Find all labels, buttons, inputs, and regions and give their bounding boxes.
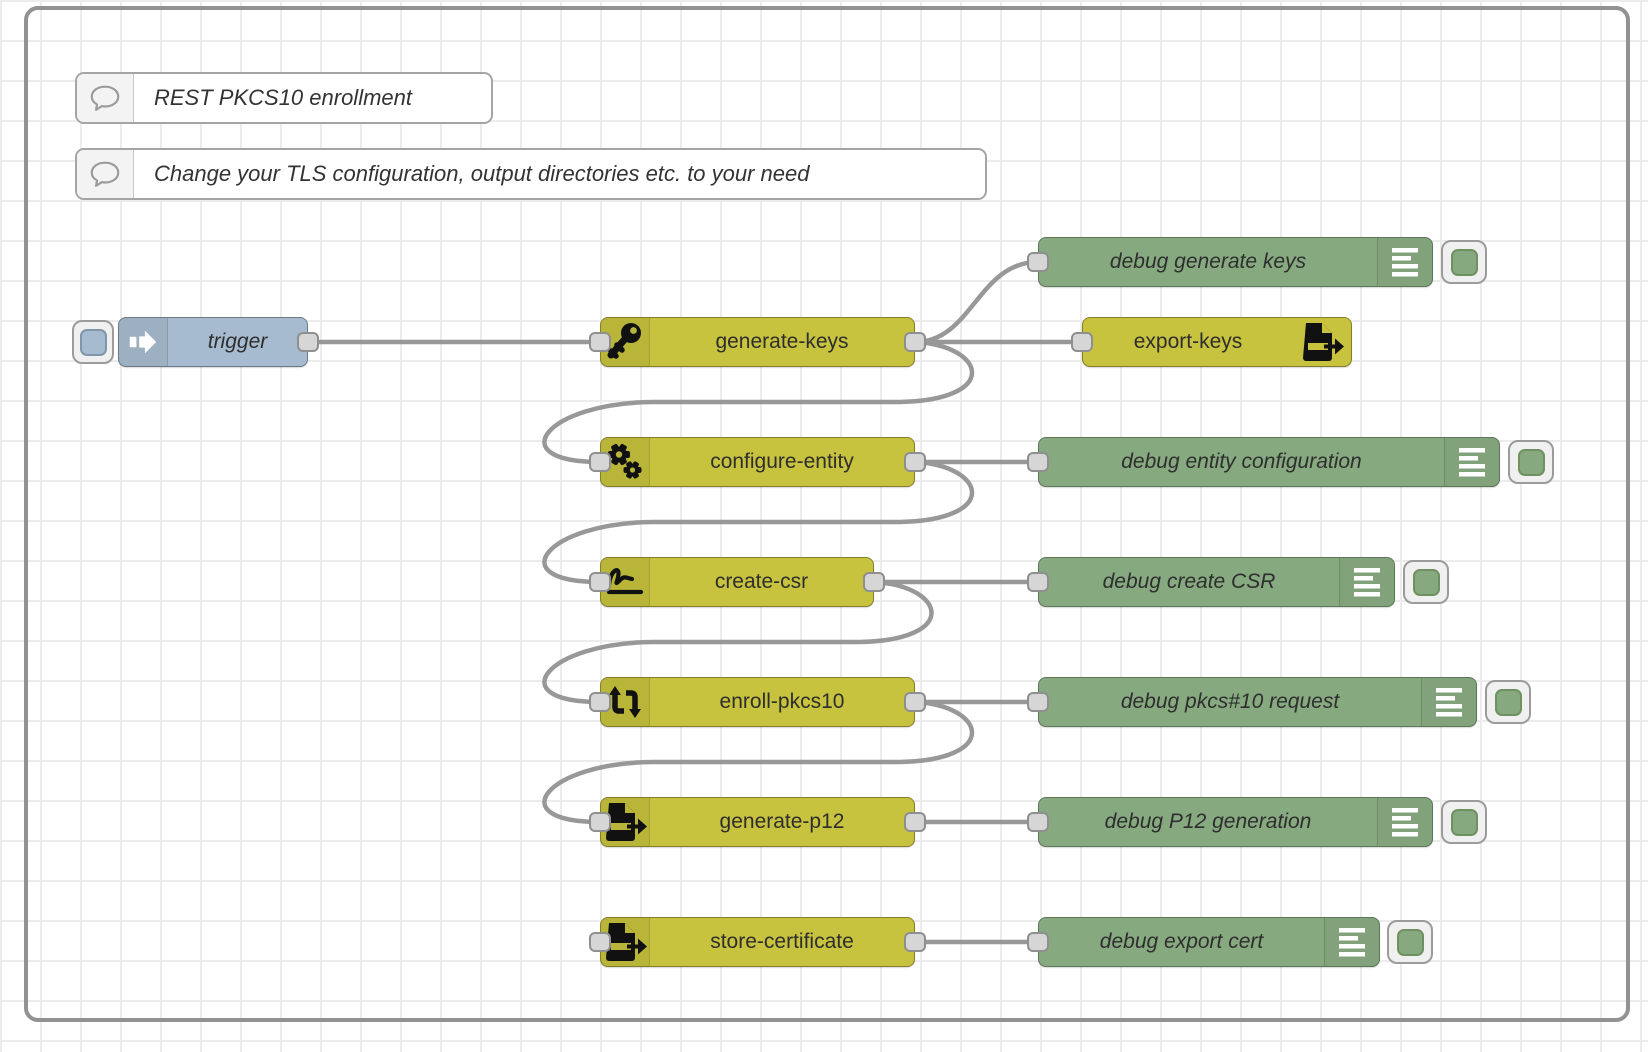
file-export-icon	[1293, 318, 1351, 366]
node-export-keys[interactable]: export-keys	[1082, 317, 1352, 367]
inject-button-fill	[79, 328, 107, 356]
output-port[interactable]	[904, 692, 926, 712]
output-port[interactable]	[904, 812, 926, 832]
input-port[interactable]	[589, 812, 611, 832]
node-label: debug export cert	[1099, 930, 1264, 953]
inject-arrow-icon	[119, 318, 168, 366]
node-label: debug P12 generation	[1104, 810, 1312, 833]
comment-bubble-icon	[77, 74, 134, 122]
debug-toggle-button[interactable]	[1508, 440, 1554, 484]
debug-toggle-button[interactable]	[1485, 680, 1531, 724]
comment-text: Change your TLS configuration, output di…	[154, 161, 810, 186]
input-port[interactable]	[589, 932, 611, 952]
node-generate-keys[interactable]: generate-keys	[600, 317, 915, 367]
node-create-csr[interactable]: create-csr	[600, 557, 874, 607]
node-debug-pkcs10-request[interactable]: debug pkcs#10 request	[1038, 677, 1477, 727]
node-label: debug create CSR	[1102, 570, 1276, 593]
node-debug-entity-configuration[interactable]: debug entity configuration	[1038, 437, 1500, 487]
node-configure-entity[interactable]: configure-entity	[600, 437, 915, 487]
node-label: configure-entity	[710, 450, 854, 473]
wire[interactable]	[542, 579, 934, 705]
node-store-certificate[interactable]: store-certificate	[600, 917, 915, 967]
node-enroll-pkcs10[interactable]: enroll-pkcs10	[600, 677, 915, 727]
debug-lines-icon	[1421, 678, 1476, 726]
debug-lines-icon	[1377, 798, 1432, 846]
node-label: generate-p12	[719, 810, 845, 833]
cogs-icon	[601, 438, 650, 486]
debug-lines-icon	[1339, 558, 1394, 606]
input-port[interactable]	[589, 332, 611, 352]
node-label: enroll-pkcs10	[719, 690, 845, 713]
input-port[interactable]	[1027, 812, 1049, 832]
debug-toggle-fill	[1517, 448, 1545, 476]
debug-lines-icon	[1444, 438, 1499, 486]
node-label: create-csr	[714, 570, 809, 593]
input-port[interactable]	[1027, 692, 1049, 712]
output-port[interactable]	[904, 332, 926, 352]
comment-text: REST PKCS10 enrollment	[154, 85, 412, 110]
input-port[interactable]	[589, 692, 611, 712]
wire[interactable]	[542, 339, 975, 465]
inject-button[interactable]	[72, 320, 114, 364]
node-label: trigger	[207, 330, 268, 353]
debug-toggle-button[interactable]	[1387, 920, 1433, 964]
node-trigger[interactable]: trigger	[118, 317, 308, 367]
node-label: generate-keys	[715, 330, 849, 353]
debug-toggle-fill	[1494, 688, 1522, 716]
wire[interactable]	[912, 259, 1041, 345]
debug-toggle-fill	[1396, 928, 1424, 956]
node-label: export-keys	[1133, 330, 1243, 353]
node-label: store-certificate	[710, 930, 854, 953]
input-port[interactable]	[1027, 932, 1049, 952]
node-label: debug generate keys	[1109, 250, 1307, 273]
node-debug-export-cert[interactable]: debug export cert	[1038, 917, 1380, 967]
debug-toggle-button[interactable]	[1403, 560, 1449, 604]
node-generate-p12[interactable]: generate-p12	[600, 797, 915, 847]
debug-toggle-fill	[1412, 568, 1440, 596]
node-debug-generate-keys[interactable]: debug generate keys	[1038, 237, 1433, 287]
debug-lines-icon	[1377, 238, 1432, 286]
node-debug-create-csr[interactable]: debug create CSR	[1038, 557, 1395, 607]
debug-toggle-button[interactable]	[1441, 800, 1487, 844]
input-port[interactable]	[1027, 572, 1049, 592]
input-port[interactable]	[1027, 452, 1049, 472]
debug-toggle-button[interactable]	[1441, 240, 1487, 284]
comment-node-title[interactable]: REST PKCS10 enrollment	[75, 72, 493, 124]
debug-toggle-fill	[1450, 248, 1478, 276]
wire[interactable]	[542, 699, 975, 825]
node-debug-p12-generation[interactable]: debug P12 generation	[1038, 797, 1433, 847]
input-port[interactable]	[1071, 332, 1093, 352]
comment-node-subtitle[interactable]: Change your TLS configuration, output di…	[75, 148, 987, 200]
wire[interactable]	[542, 459, 975, 585]
input-port[interactable]	[589, 572, 611, 592]
output-port[interactable]	[904, 932, 926, 952]
node-label: debug pkcs#10 request	[1120, 690, 1340, 713]
node-label: debug entity configuration	[1121, 450, 1362, 473]
output-port[interactable]	[863, 572, 885, 592]
output-port[interactable]	[297, 332, 319, 352]
debug-toggle-fill	[1450, 808, 1478, 836]
input-port[interactable]	[1027, 252, 1049, 272]
debug-lines-icon	[1324, 918, 1379, 966]
output-port[interactable]	[904, 452, 926, 472]
comment-bubble-icon	[77, 150, 134, 198]
input-port[interactable]	[589, 452, 611, 472]
